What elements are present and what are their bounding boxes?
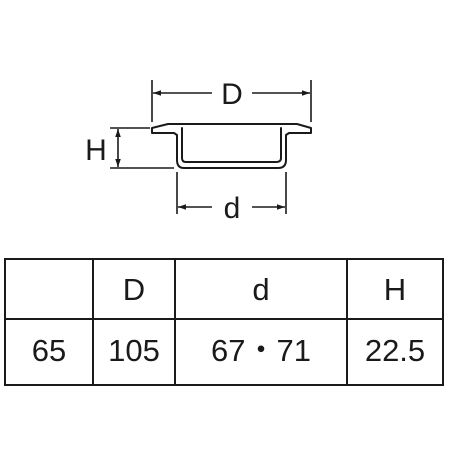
part-outline	[151, 123, 312, 169]
table-header-cell: H	[346, 258, 444, 320]
table-row-continuation	[4, 380, 444, 386]
table-header-cell	[4, 258, 94, 320]
table-cell-continuation	[174, 380, 348, 386]
table-cell: 22.5	[346, 318, 444, 380]
table-header-cell: D	[92, 258, 176, 320]
table-cell: 105	[92, 318, 176, 380]
height-dimension	[110, 127, 174, 169]
outer-diameter-label: D	[221, 78, 243, 111]
inner-diameter-label: d	[224, 192, 241, 225]
table-cell: 65	[4, 318, 94, 380]
height-label: H	[85, 134, 107, 167]
table-row: 65 105 67・71 22.5	[4, 318, 444, 380]
table-cell-continuation	[4, 380, 94, 386]
inner-diameter-dimension	[176, 172, 287, 214]
outer-diameter-dimension	[151, 80, 312, 122]
table-header-cell: d	[174, 258, 348, 320]
dimension-drawing: D d H	[85, 78, 312, 225]
table-cell-continuation	[92, 380, 176, 386]
table-cell: 67・71	[174, 318, 348, 380]
table-cell-continuation	[346, 380, 444, 386]
table-header-row: D d H	[4, 258, 444, 320]
spec-table: D d H 65 105 67・71 22.5	[4, 258, 444, 386]
